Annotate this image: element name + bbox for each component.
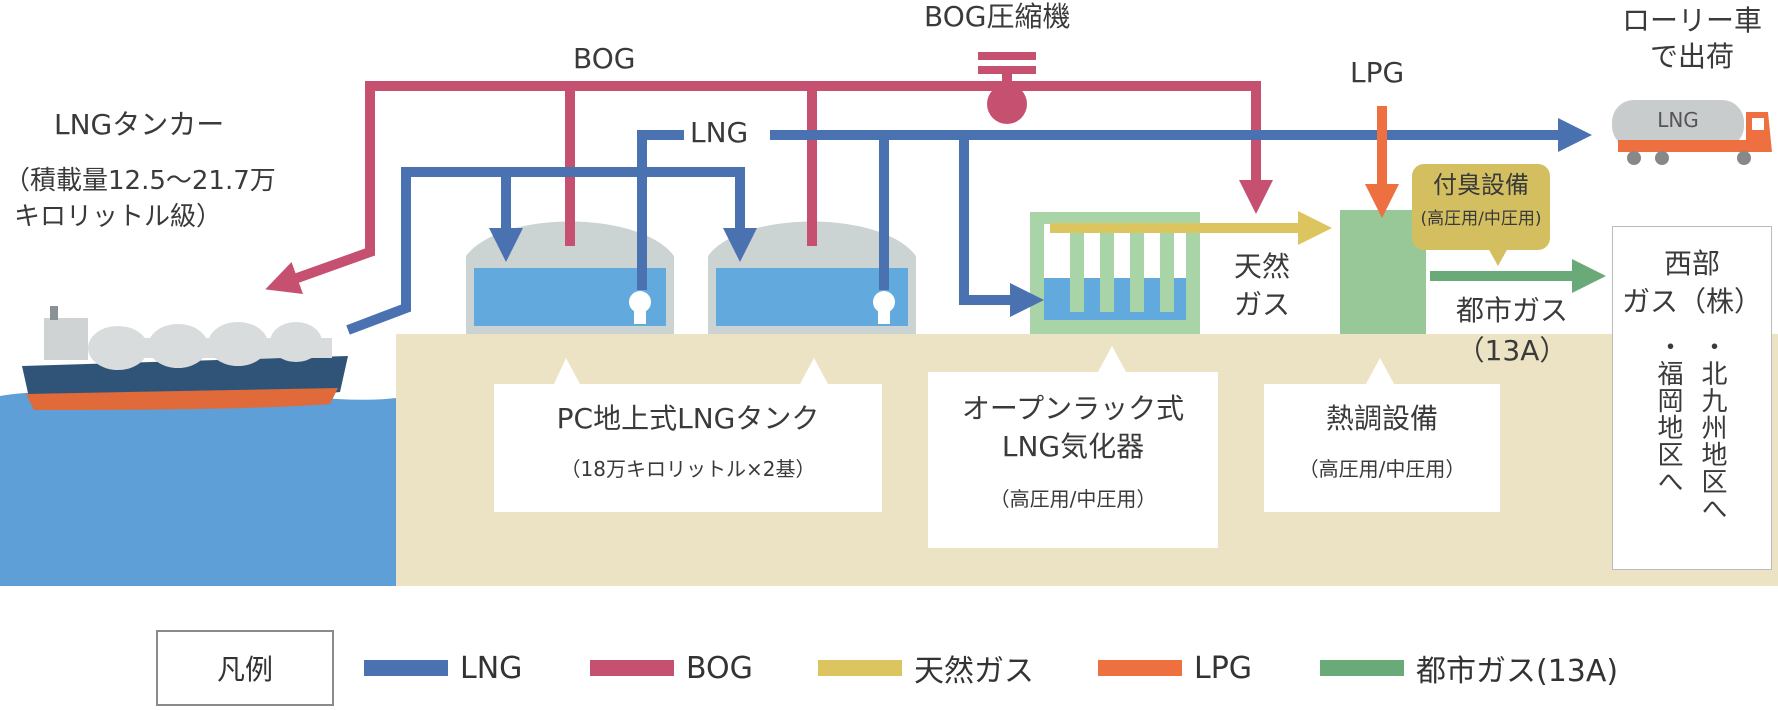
destination-fukuoka: ・福岡地区へ bbox=[1653, 333, 1683, 495]
legend-item-lpg: LPG bbox=[1098, 646, 1252, 690]
legend-label-lng: LNG bbox=[460, 650, 523, 686]
lng-pipe bbox=[346, 117, 1592, 335]
lng-tank-2 bbox=[708, 221, 916, 334]
odorizer-bubble bbox=[1412, 164, 1550, 266]
legend-label-lpg: LPG bbox=[1194, 650, 1253, 686]
legend-swatch-natural-gas bbox=[818, 660, 902, 676]
tank-callout-box: PC地上式LNGタンク （18万キロリットル×2基） bbox=[494, 384, 882, 512]
odorizer-label-line1: 付臭設備 bbox=[1433, 171, 1529, 199]
sea bbox=[0, 392, 396, 586]
tank-subtitle: （18万キロリットル×2基） bbox=[560, 457, 816, 481]
legend-label-natural-gas: 天然ガス bbox=[914, 654, 1034, 689]
legend-item-city-gas: 都市ガス(13A) bbox=[1320, 646, 1618, 690]
legend-swatch-lng bbox=[364, 660, 448, 676]
legend-title-box: 凡例 bbox=[156, 630, 334, 706]
legend-label-bog: BOG bbox=[686, 650, 753, 686]
tank-callout-pointer-2 bbox=[800, 358, 828, 384]
tank-title: PC地上式LNGタンク bbox=[556, 402, 820, 435]
legend-swatch-city-gas bbox=[1320, 660, 1404, 676]
vaporizer-title-line2: LNG気化器 bbox=[1001, 430, 1145, 463]
lng-line-label: LNG bbox=[684, 116, 755, 150]
legend-swatch-lpg bbox=[1098, 660, 1182, 676]
bog-line-label: BOG bbox=[573, 42, 636, 75]
natural-gas-label-line1: 天然 bbox=[1233, 250, 1290, 283]
lorry-truck-icon bbox=[1612, 100, 1772, 165]
natural-gas-label-line2: ガス bbox=[1233, 288, 1290, 321]
heat-subtitle: （高圧用/中圧用） bbox=[1298, 457, 1466, 481]
heat-callout-box: 熱調設備 （高圧用/中圧用） bbox=[1264, 384, 1500, 512]
company-name-line2: ガス（株） bbox=[1621, 285, 1762, 318]
bog-compressor-icon bbox=[978, 52, 1036, 124]
city-gas-label-line1: 都市ガス bbox=[1455, 294, 1568, 327]
tanker-capacity-line2: キロリットル級） bbox=[14, 202, 223, 232]
vaporizer-subtitle: （高圧用/中圧用） bbox=[989, 487, 1157, 511]
company-name-line1: 西部 bbox=[1663, 247, 1720, 280]
vaporizer-callout-box: オープンラック式 LNG気化器 （高圧用/中圧用） bbox=[928, 372, 1218, 548]
tanker-title: LNGタンカー bbox=[54, 108, 225, 141]
truck-label-line1: ローリー車 bbox=[1621, 4, 1762, 37]
bog-compressor-label: BOG圧縮機 bbox=[924, 0, 1071, 33]
legend-title: 凡例 bbox=[216, 653, 273, 686]
truck-label-line2: で出荷 bbox=[1649, 40, 1734, 73]
legend-item-lng: LNG bbox=[364, 646, 522, 690]
legend-swatch-bog bbox=[590, 660, 674, 676]
legend-item-bog: BOG bbox=[590, 646, 753, 690]
heat-adjustment-unit bbox=[1340, 210, 1426, 334]
tank-callout-pointer-1 bbox=[554, 358, 580, 384]
legend-label-city-gas: 都市ガス(13A) bbox=[1416, 654, 1619, 689]
lpg-line-label: LPG bbox=[1350, 56, 1405, 89]
odorizer-label-line2: (高圧用/中圧用) bbox=[1420, 209, 1542, 229]
heat-callout-pointer bbox=[1366, 358, 1394, 384]
lng-tanker-ship bbox=[22, 306, 348, 410]
vaporizer-title-line1: オープンラック式 bbox=[961, 392, 1185, 425]
bog-pipe bbox=[265, 81, 1274, 294]
truck-tank-label: LNG bbox=[1657, 108, 1699, 132]
tank-pump-2 bbox=[873, 291, 895, 324]
tank-pump-1 bbox=[629, 291, 651, 324]
tanker-capacity-line1: （積載量12.5～21.7万 bbox=[4, 166, 276, 196]
heat-title: 熱調設備 bbox=[1325, 402, 1438, 435]
vaporizer-callout-pointer bbox=[1098, 346, 1126, 372]
legend-item-natural-gas: 天然ガス bbox=[818, 646, 1034, 690]
destination-kitakyushu: ・北九州地区へ bbox=[1697, 333, 1727, 522]
company-destination-box: 西部 ガス（株） ・北九州地区へ ・福岡地区へ bbox=[1612, 226, 1772, 570]
city-gas-label-line2: （13A） bbox=[1456, 334, 1568, 367]
